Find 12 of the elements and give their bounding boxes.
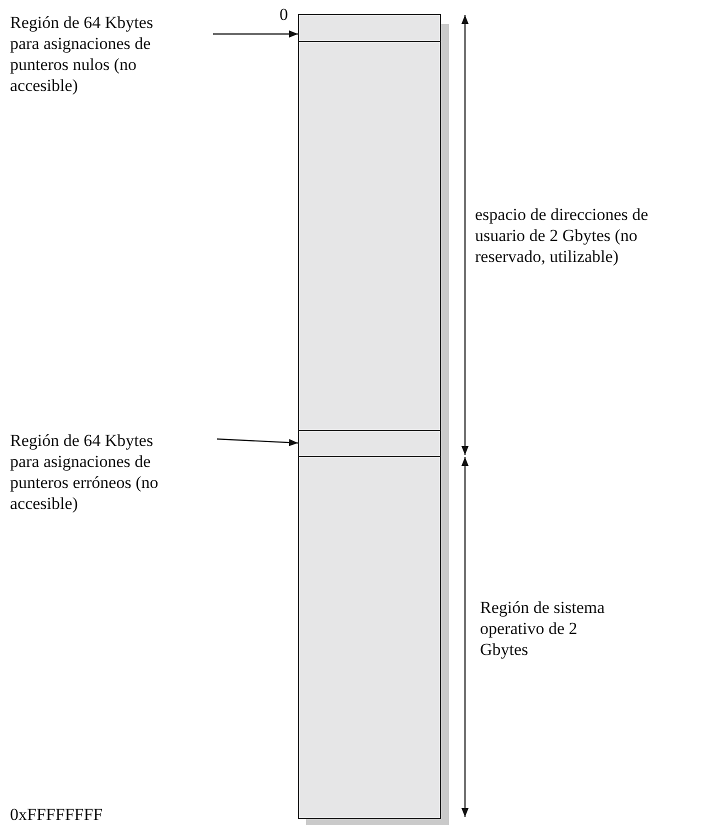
address-label: 0xFFFFFFFF [10,804,104,825]
memory-segment [298,456,441,819]
region-label: Región de 64 Kbytes para asignaciones de punteros nulos (no accesible) [10,12,178,96]
region-description: espacio de direcciones de usuario de 2 Gbytes (no reservado, utilizable) [475,204,650,267]
address-label: 0 [278,4,288,25]
region-label: Región de 64 Kbytes para asignaciones de punteros erróneos (no accesible) [10,430,178,514]
memory-segment [298,41,441,431]
leader-arrow [213,30,298,38]
leader-arrow [216,438,298,446]
memory-segment [298,14,441,42]
memory-segment [298,430,441,457]
region-description: Región de sistema operativo de 2 Gbytes [480,597,606,660]
